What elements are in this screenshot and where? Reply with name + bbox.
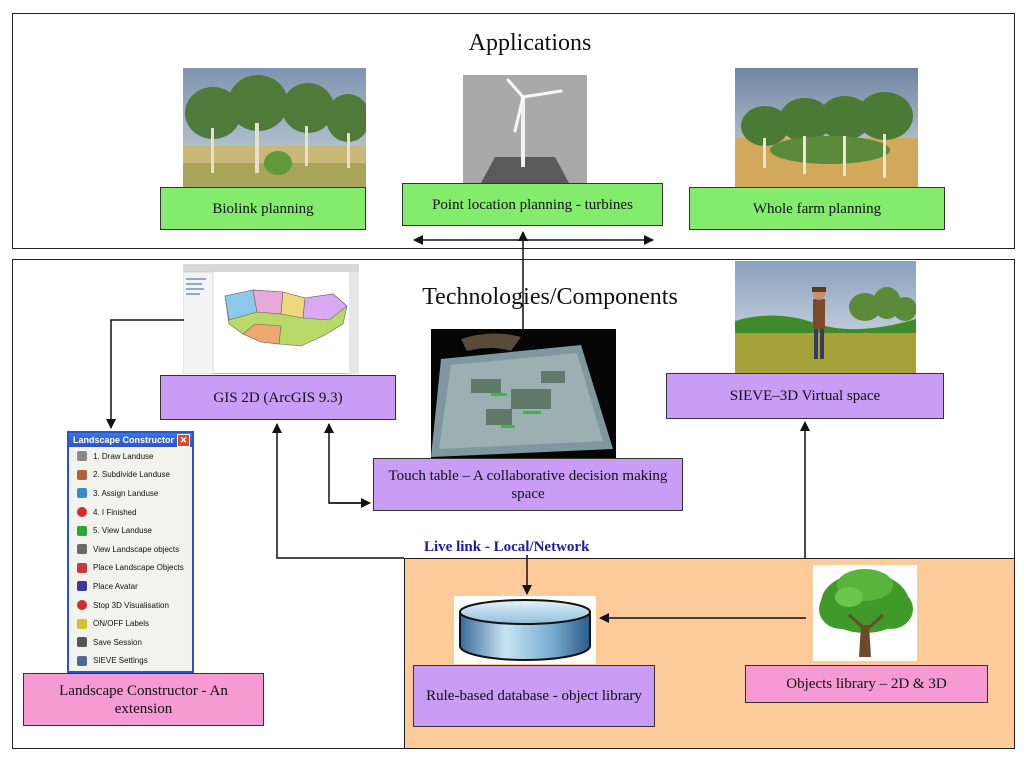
panel-item-5[interactable]: 5. View Landuse [69, 521, 192, 540]
close-icon[interactable]: ✕ [177, 434, 190, 447]
point-location-planning-box: Point location planning - turbines [402, 183, 663, 226]
applications-heading: Applications [468, 30, 592, 56]
sieve-3d-box: SIEVE–3D Virtual space [666, 373, 944, 419]
panel-item-6[interactable]: View Landscape objects [69, 540, 192, 559]
panel-item-4[interactable]: 4. I Finished [69, 503, 192, 522]
biolink-image [183, 68, 366, 188]
touch-table-image [431, 329, 616, 460]
leaf-icon [77, 525, 87, 536]
pin-icon [77, 562, 87, 573]
whole-farm-image [735, 68, 918, 188]
live-link-label: Live link - Local/Network [424, 539, 590, 555]
stop-icon [77, 507, 87, 518]
panel-item-label: 5. View Landuse [93, 526, 153, 536]
biolink-planning-box: Biolink planning [160, 187, 366, 230]
grid-icon [77, 469, 87, 480]
panel-item-12[interactable]: SIEVE Settings [69, 652, 192, 671]
panel-item-11[interactable]: Save Session [69, 633, 192, 652]
tree-image [813, 565, 917, 661]
assign-icon [77, 488, 87, 499]
whole-farm-planning-box: Whole farm planning [689, 187, 945, 230]
panel-item-8[interactable]: Place Avatar [69, 577, 192, 596]
panel-item-label: Save Session [93, 637, 142, 647]
technologies-heading: Technologies/Components [422, 284, 678, 310]
panel-item-label: Place Avatar [93, 581, 138, 591]
panel-item-label: 3. Assign Landuse [93, 488, 159, 498]
avatar-icon [77, 581, 87, 592]
pencil-icon [77, 451, 87, 462]
panel-item-label: 2. Subdivide Landuse [93, 470, 170, 480]
database-box: Rule-based database - object library [413, 665, 655, 727]
panel-title-bar: Landscape Constructor ... ✕ [69, 433, 192, 447]
settings-icon [77, 655, 87, 666]
panel-item-label: Place Landscape Objects [93, 563, 184, 573]
sieve-3d-image [735, 261, 916, 377]
bulb-icon [77, 618, 87, 629]
panel-item-1[interactable]: 1. Draw Landuse [69, 447, 192, 466]
gis-2d-box: GIS 2D (ArcGIS 9.3) [160, 375, 396, 420]
panel-item-9[interactable]: Stop 3D Visualisation [69, 596, 192, 615]
panel-title: Landscape Constructor ... [73, 435, 185, 445]
panel-item-label: View Landscape objects [93, 544, 180, 554]
landscape-constructor-box: Landscape Constructor - An extension [23, 673, 264, 726]
objects-library-box: Objects library – 2D & 3D [745, 665, 988, 703]
panel-item-10[interactable]: ON/OFF Labels [69, 614, 192, 633]
landscape-constructor-panel: Landscape Constructor ... ✕ 1. Draw Land… [67, 431, 194, 673]
panel-item-label: 1. Draw Landuse [93, 451, 154, 461]
panel-item-3[interactable]: 3. Assign Landuse [69, 484, 192, 503]
database-icon [454, 596, 596, 664]
gis-map-image [183, 264, 359, 374]
panel-item-7[interactable]: Place Landscape Objects [69, 559, 192, 578]
cube-icon [77, 544, 87, 555]
applications-panel [12, 13, 1015, 249]
stop-sign-icon [77, 600, 87, 611]
panel-item-2[interactable]: 2. Subdivide Landuse [69, 466, 192, 485]
turbine-image [463, 75, 587, 185]
panel-item-label: ON/OFF Labels [93, 619, 150, 629]
panel-item-list: 1. Draw Landuse 2. Subdivide Landuse 3. As… [69, 447, 192, 670]
save-icon [77, 637, 87, 648]
panel-item-label: SIEVE Settings [93, 656, 148, 666]
panel-item-label: Stop 3D Visualisation [93, 600, 169, 610]
touch-table-box: Touch table – A collaborative decision m… [373, 458, 683, 511]
panel-item-label: 4. I Finished [93, 507, 137, 517]
